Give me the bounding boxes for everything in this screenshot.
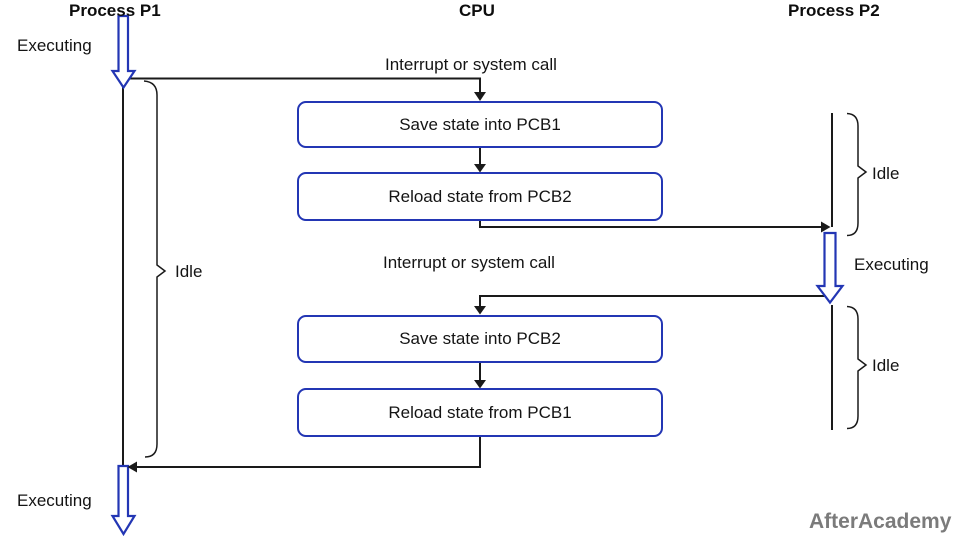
arrowhead-into-box4-icon — [474, 380, 486, 389]
executing-arrow-p1-bottom-icon — [110, 464, 137, 537]
idle-bracket-p2-lower — [846, 305, 868, 430]
label-interrupt-2: Interrupt or system call — [383, 253, 555, 272]
label-idle-p2-lower: Idle — [872, 356, 900, 375]
arrowhead-into-box1-icon — [474, 92, 486, 101]
flow-p1-to-cpu-line — [125, 77, 481, 93]
column-header-cpu: CPU — [459, 1, 495, 20]
cpu-box-reload-pcb2: Reload state from PCB2 — [297, 172, 663, 221]
idle-bracket-p2-upper — [846, 112, 868, 237]
cpu-box-save-pcb2: Save state into PCB2 — [297, 315, 663, 363]
column-header-process-p1: Process P1 — [69, 1, 161, 20]
label-interrupt-1: Interrupt or system call — [385, 55, 557, 74]
arrowhead-into-p2-icon — [821, 221, 831, 233]
label-idle-p1: Idle — [175, 262, 203, 281]
flow-cpu-to-p1-line — [136, 437, 481, 468]
watermark-afteracademy: AfterAcademy — [809, 510, 952, 533]
flow-p2-to-cpu-line — [479, 295, 829, 307]
cpu-box-reload-pcb1-label: Reload state from PCB1 — [388, 402, 572, 422]
cpu-box-save-pcb2-label: Save state into PCB2 — [399, 329, 561, 348]
cpu-box-save-pcb1-label: Save state into PCB1 — [399, 114, 561, 134]
executing-arrow-p2-icon — [815, 231, 845, 305]
column-header-process-p2: Process P2 — [788, 1, 880, 20]
cpu-box-reload-pcb1: Reload state from PCB1 — [297, 388, 663, 437]
cpu-box-save-pcb1: Save state into PCB1 — [297, 101, 663, 148]
idle-bracket-p1 — [143, 80, 167, 458]
arrowhead-into-p1-icon — [127, 461, 137, 473]
label-executing-p1-top: Executing — [17, 36, 92, 55]
arrowhead-into-box2-icon — [474, 164, 486, 173]
executing-arrow-p1-top-icon — [110, 14, 137, 90]
label-executing-p1-bottom: Executing — [17, 491, 92, 510]
cpu-box-reload-pcb2-label: Reload state from PCB2 — [388, 186, 572, 206]
flow-cpu-to-p2-line — [479, 221, 821, 228]
label-executing-p2: Executing — [854, 255, 929, 274]
arrowhead-into-box3-icon — [474, 306, 486, 315]
label-idle-p2-upper: Idle — [872, 164, 900, 183]
